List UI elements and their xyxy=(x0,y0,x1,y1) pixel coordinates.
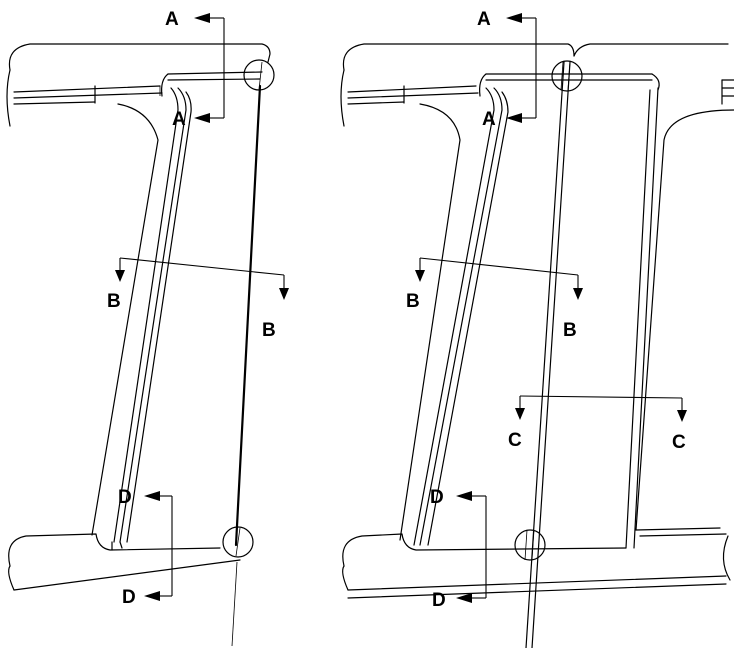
left-bottom-rail xyxy=(8,533,221,567)
right-section-a-cut: A A xyxy=(477,9,537,130)
section-label-d: D xyxy=(122,587,136,608)
arrow-icon xyxy=(515,408,525,420)
right-top-joint-circle xyxy=(551,60,583,92)
right-section-c-cut: C C xyxy=(508,395,687,453)
right-bottom-rail xyxy=(342,533,627,567)
section-label-d: D xyxy=(432,590,446,611)
arrow-icon xyxy=(144,491,160,501)
arrow-icon xyxy=(677,410,687,422)
section-label-b: B xyxy=(563,320,577,341)
arrow-icon xyxy=(415,270,425,282)
section-label-b: B xyxy=(262,320,276,341)
section-label-a: A xyxy=(165,9,179,30)
left-top-rail xyxy=(8,43,271,71)
right-section-b-cut: B B xyxy=(406,257,583,341)
arrow-icon xyxy=(573,288,583,300)
section-label-d: D xyxy=(118,487,132,508)
section-label-c: C xyxy=(672,432,686,453)
arrow-icon xyxy=(194,13,210,23)
section-label-a: A xyxy=(477,9,491,30)
left-section-a-cut: A A xyxy=(165,9,225,130)
section-label-b: B xyxy=(406,291,420,312)
left-top-joint-circle xyxy=(243,59,275,91)
right-pillar-outer xyxy=(399,103,461,541)
section-label-b: B xyxy=(107,291,121,312)
section-label-a: A xyxy=(482,109,496,130)
arrow-icon xyxy=(506,13,522,23)
arrow-icon xyxy=(115,270,125,282)
left-section-b-cut: B B xyxy=(107,257,289,341)
left-section-d-cut: D D xyxy=(118,487,173,608)
right-glass-channel xyxy=(633,87,659,549)
right-top-rail xyxy=(342,43,575,71)
section-label-a: A xyxy=(172,109,186,130)
left-bottom-joint-circle xyxy=(222,526,254,558)
section-label-c: C xyxy=(508,430,522,451)
left-view xyxy=(6,43,275,647)
arrow-icon xyxy=(456,593,472,603)
right-section-d-cut: D D xyxy=(430,487,487,611)
arrow-icon xyxy=(194,113,210,123)
left-pillar-outer xyxy=(91,103,159,536)
arrow-icon xyxy=(279,288,289,300)
arrow-icon xyxy=(144,591,160,601)
right-bottom-joint-circle xyxy=(514,529,546,561)
section-label-d: D xyxy=(430,487,444,508)
arrow-icon xyxy=(456,491,472,501)
right-view xyxy=(340,43,734,648)
left-glass-run xyxy=(234,84,262,547)
arrow-icon xyxy=(506,113,522,123)
